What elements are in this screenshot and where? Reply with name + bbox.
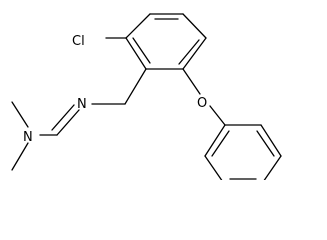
bond-c4-c5 [182, 37, 207, 70]
bond-c1-c2 [125, 13, 151, 39]
bond-c6-c1-inner [132, 37, 151, 64]
amine-nitrogen-label: N [23, 130, 33, 145]
bond-o-c7 [209, 105, 226, 126]
molecule-structure: Cl O N N [11, 13, 282, 180]
bond-c8-c9-inner [256, 130, 275, 157]
oxygen-atom-label: O [197, 96, 207, 111]
bond-c6-c1 [125, 37, 147, 70]
bond-c6-ch2 [124, 68, 147, 105]
bond-c12-c7 [204, 124, 226, 157]
bond-c12-c7-inner [211, 130, 230, 157]
bond-c11-c12 [204, 155, 223, 180]
bond-c3-c4 [182, 13, 207, 39]
bond-n-ch-double-a [56, 109, 80, 136]
bond-c5-o [182, 68, 201, 95]
bond-c4-c5-inner [178, 39, 200, 65]
structure-canvas: Cl O N N [11, 13, 282, 180]
chlorine-atom-label: Cl [72, 34, 85, 49]
bond-c8-c9 [260, 124, 282, 157]
bond-c9-c10 [263, 155, 282, 180]
imine-nitrogen-label: N [77, 97, 87, 112]
bond-n-ch-double-b [51, 104, 75, 131]
bond-namine-methyl-bottom [11, 142, 29, 171]
bond-namine-methyl-top [11, 101, 29, 128]
